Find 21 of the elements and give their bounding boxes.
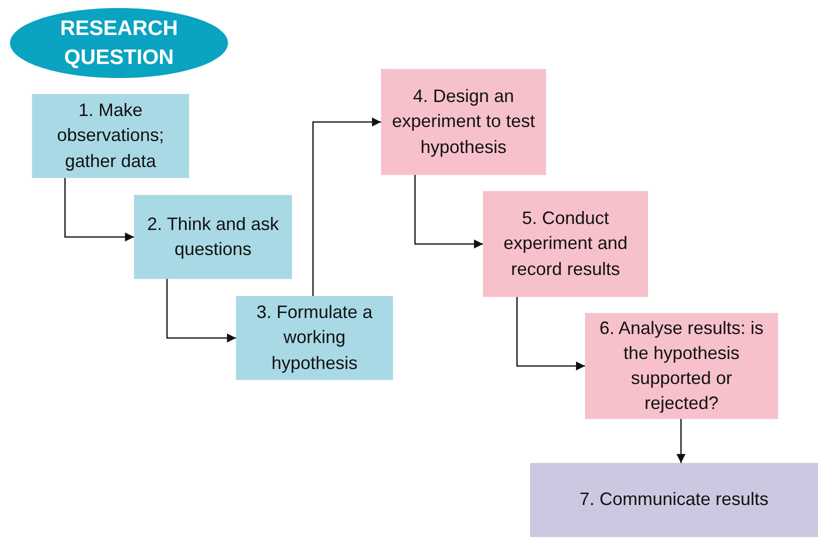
step-box bbox=[585, 313, 778, 419]
step-box bbox=[530, 463, 818, 537]
arrow bbox=[312, 118, 381, 296]
step-box bbox=[134, 195, 292, 279]
arrow bbox=[64, 178, 134, 242]
step-box bbox=[236, 296, 393, 380]
arrow bbox=[414, 175, 483, 248]
step-label: 3. Formulate a working hypothesis bbox=[255, 301, 374, 375]
step-label: 7. Communicate results bbox=[579, 488, 769, 512]
step-label: 4. Design an experiment to test hypothesis bbox=[390, 85, 536, 159]
step-label: 1. Make observations; gather data bbox=[56, 99, 166, 173]
step-label: 6. Analyse results: is the hypothesis supported or rejected? bbox=[598, 316, 765, 416]
step-box bbox=[32, 94, 189, 178]
step-label: 2. Think and ask questions bbox=[146, 212, 280, 261]
arrow bbox=[516, 297, 585, 370]
step-label: 5. Conduct experiment and record results bbox=[502, 207, 629, 281]
step-box bbox=[381, 69, 546, 175]
arrow bbox=[166, 279, 236, 342]
arrow bbox=[676, 419, 686, 463]
step-label: RESEARCH QUESTION bbox=[59, 16, 179, 71]
step-box bbox=[483, 191, 648, 297]
